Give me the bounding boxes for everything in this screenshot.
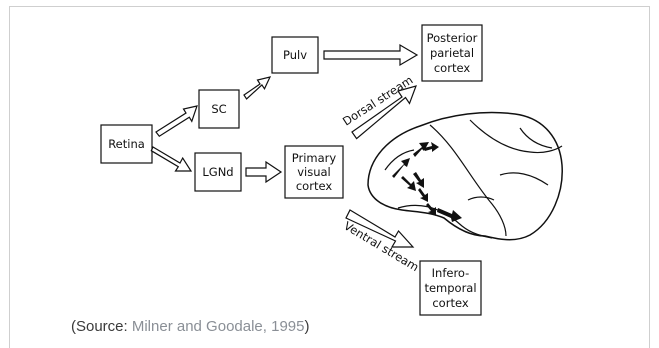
node-posterior-parietal-cortex-line1: Posterior: [427, 31, 478, 45]
arrow-retina-to-lgnd: [150, 146, 193, 172]
figure-caption: (Source: Milner and Goodale, 1995): [71, 318, 309, 335]
node-primary-visual-cortex-line3: cortex: [296, 179, 332, 193]
arrow-lgnd-to-primary: [245, 160, 283, 184]
arrow-ventral-stream: [345, 209, 415, 248]
node-inferotemporal-cortex: Infero- temporal cortex: [419, 260, 482, 316]
caption-suffix: ): [304, 318, 310, 335]
caption-citation: Milner and Goodale, 1995: [131, 318, 305, 335]
node-inferotemporal-cortex-line3: cortex: [432, 296, 468, 310]
node-posterior-parietal-cortex-line2: parietal: [430, 46, 474, 60]
arrow-retina-to-sc: [155, 105, 198, 137]
node-primary-visual-cortex: Primary visual cortex: [284, 145, 344, 199]
node-posterior-parietal-cortex-line3: cortex: [434, 61, 470, 75]
brain-illustration: [367, 111, 563, 241]
node-lgnd-label: LGNd: [202, 165, 233, 179]
node-lgnd: LGNd: [194, 152, 242, 192]
node-primary-visual-cortex-line1: Primary: [292, 151, 337, 165]
node-retina: Retina: [100, 124, 153, 164]
node-sc: SC: [198, 89, 240, 129]
arrow-sc-to-pulv: [243, 76, 272, 100]
node-primary-visual-cortex-line2: visual: [297, 165, 331, 179]
caption-prefix: (Source:: [71, 318, 132, 335]
node-posterior-parietal-cortex: Posterior parietal cortex: [421, 24, 483, 82]
node-inferotemporal-cortex-line1: Infero-: [432, 266, 470, 280]
node-pulv: Pulv: [271, 36, 319, 74]
arrow-dorsal-stream: [351, 85, 417, 140]
node-retina-label: Retina: [108, 137, 145, 151]
node-pulv-label: Pulv: [283, 48, 307, 62]
node-sc-label: SC: [211, 102, 226, 116]
figure-frame: [9, 6, 650, 348]
node-inferotemporal-cortex-line2: temporal: [424, 281, 476, 295]
arrow-pulv-to-parietal: [323, 43, 419, 67]
